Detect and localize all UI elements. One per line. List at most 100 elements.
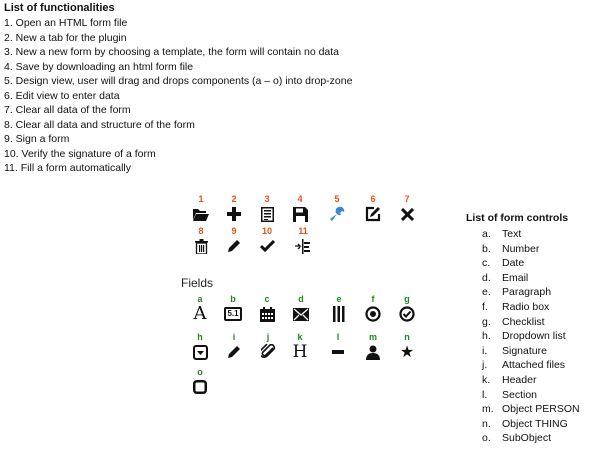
toolbar-number: 4 bbox=[297, 194, 303, 204]
header-icon[interactable]: H bbox=[292, 342, 308, 362]
field-item-date[interactable]: c bbox=[255, 294, 279, 323]
field-item-number[interactable]: b 5.1 bbox=[221, 294, 245, 323]
form-control-item: n. Object THING bbox=[482, 417, 580, 432]
form-control-marker: o. bbox=[482, 432, 491, 445]
toolbar-number: 2 bbox=[231, 194, 237, 204]
field-item-signature[interactable]: i bbox=[222, 332, 246, 361]
field-letter: h bbox=[197, 332, 203, 342]
field-item-paragraph[interactable]: e bbox=[327, 294, 351, 323]
toolbar-number: 6 bbox=[370, 194, 376, 204]
section-icon[interactable] bbox=[326, 343, 350, 361]
form-control-item: e.Paragraph bbox=[482, 285, 580, 300]
form-control-label: Checklist bbox=[502, 315, 545, 328]
form-control-marker: c. bbox=[482, 257, 491, 270]
field-item-header[interactable]: k H bbox=[288, 332, 312, 361]
toolbar-number: 3 bbox=[264, 194, 270, 204]
form-control-label: SubObject bbox=[502, 432, 552, 445]
checklist-icon[interactable] bbox=[395, 305, 419, 323]
toolbar-item-new-tab[interactable]: 2 bbox=[222, 194, 246, 223]
field-item-dropdown[interactable]: h bbox=[188, 332, 212, 361]
field-letter: i bbox=[232, 332, 236, 342]
fields-label: Fields bbox=[181, 276, 214, 290]
functionality-item: 2. New a tab for the plugin bbox=[4, 31, 127, 44]
toolbar-item-sign[interactable]: 9 bbox=[222, 226, 246, 255]
paperclip-icon[interactable] bbox=[256, 343, 280, 361]
field-item-text[interactable]: a A bbox=[188, 294, 212, 323]
form-control-marker: l. bbox=[482, 388, 488, 401]
edit-square-icon[interactable] bbox=[361, 205, 385, 223]
form-control-item: h.Dropdown list bbox=[482, 329, 580, 344]
form-control-label: Dropdown list bbox=[502, 330, 566, 343]
toolbar-item-open[interactable]: 1 bbox=[189, 194, 213, 223]
form-control-marker: k. bbox=[482, 373, 491, 386]
functionality-item: 6. Edit view to enter data bbox=[4, 89, 120, 102]
field-item-person[interactable]: m bbox=[361, 332, 385, 361]
toolbar-item-verify[interactable]: 10 bbox=[255, 226, 279, 255]
plus-icon[interactable] bbox=[222, 205, 246, 223]
form-controls-list: a.Text b.Number c.Date d.Email e.Paragra… bbox=[482, 227, 580, 446]
field-letter: a bbox=[197, 294, 203, 304]
trash-icon[interactable] bbox=[189, 237, 213, 255]
person-icon[interactable] bbox=[361, 343, 385, 361]
pencil-icon[interactable] bbox=[222, 237, 246, 255]
toolbar-item-new-form[interactable]: 3 bbox=[255, 194, 279, 223]
field-letter: n bbox=[404, 332, 410, 342]
field-letter: f bbox=[371, 294, 375, 304]
field-item-radio[interactable]: f bbox=[361, 294, 385, 323]
field-item-subobject[interactable]: o bbox=[188, 367, 212, 396]
form-control-marker: i. bbox=[482, 344, 488, 357]
form-control-label: Header bbox=[502, 373, 537, 386]
field-item-attached-files[interactable]: j bbox=[256, 332, 280, 361]
field-item-thing[interactable]: n ★ bbox=[395, 332, 419, 361]
toolbar-item-edit[interactable]: 6 bbox=[361, 194, 385, 223]
toolbar-item-clear-data[interactable]: 7 bbox=[395, 194, 419, 223]
form-control-label: Date bbox=[502, 257, 525, 270]
form-control-item: g.Checklist bbox=[482, 315, 580, 330]
form-control-label: Object PERSON bbox=[502, 403, 580, 416]
form-control-marker: b. bbox=[482, 242, 491, 255]
form-control-label: Object THING bbox=[502, 417, 568, 430]
form-control-item: f. Radio box bbox=[482, 300, 580, 315]
field-item-section[interactable]: l bbox=[326, 332, 350, 361]
form-control-label: Section bbox=[502, 388, 538, 401]
form-document-icon[interactable] bbox=[255, 205, 279, 223]
signature-icon[interactable] bbox=[222, 343, 246, 361]
auto-fill-icon[interactable] bbox=[291, 237, 315, 255]
form-control-marker: e. bbox=[482, 286, 491, 299]
functionality-item: 11. Fill a form automatically bbox=[4, 162, 132, 174]
paragraph-icon[interactable] bbox=[327, 305, 351, 323]
checkmark-icon[interactable] bbox=[255, 237, 279, 255]
toolbar-item-design[interactable]: 5 bbox=[325, 194, 349, 223]
toolbar-item-autofill[interactable]: 11 bbox=[291, 226, 315, 255]
floppy-save-icon[interactable] bbox=[288, 205, 312, 223]
field-letter: e bbox=[336, 294, 342, 304]
number-icon[interactable]: 5.1 bbox=[221, 305, 245, 323]
folder-open-icon[interactable] bbox=[189, 205, 213, 223]
calendar-icon[interactable] bbox=[255, 305, 279, 323]
form-control-marker: f. bbox=[482, 300, 488, 313]
form-control-marker: n. bbox=[482, 417, 491, 430]
wrench-icon[interactable] bbox=[325, 205, 349, 223]
subobject-icon[interactable] bbox=[188, 378, 212, 396]
field-item-email[interactable]: d bbox=[289, 294, 313, 323]
form-control-item: j.Attached files bbox=[482, 358, 580, 373]
text-icon[interactable]: A bbox=[193, 303, 207, 324]
dropdown-icon[interactable] bbox=[188, 343, 212, 361]
form-control-label: Radio box bbox=[502, 300, 550, 313]
email-icon[interactable] bbox=[289, 305, 313, 323]
toolbar-item-clear-all[interactable]: 8 bbox=[189, 226, 213, 255]
field-letter: b bbox=[230, 294, 236, 304]
form-control-label: Email bbox=[502, 271, 529, 284]
toolbar-item-save[interactable]: 4 bbox=[288, 194, 312, 223]
form-control-label: Signature bbox=[502, 344, 547, 357]
star-icon[interactable]: ★ bbox=[399, 342, 415, 361]
close-x-icon[interactable] bbox=[395, 205, 419, 223]
field-item-checklist[interactable]: g bbox=[395, 294, 419, 323]
field-letter: j bbox=[266, 332, 270, 342]
field-letter: d bbox=[298, 294, 304, 304]
form-control-item: l. Section bbox=[482, 388, 580, 403]
form-control-item: k. Header bbox=[482, 373, 580, 388]
toolbar-number: 1 bbox=[198, 194, 204, 204]
functionality-item: 1. Open an HTML form file bbox=[4, 17, 128, 29]
radio-icon[interactable] bbox=[361, 305, 385, 323]
